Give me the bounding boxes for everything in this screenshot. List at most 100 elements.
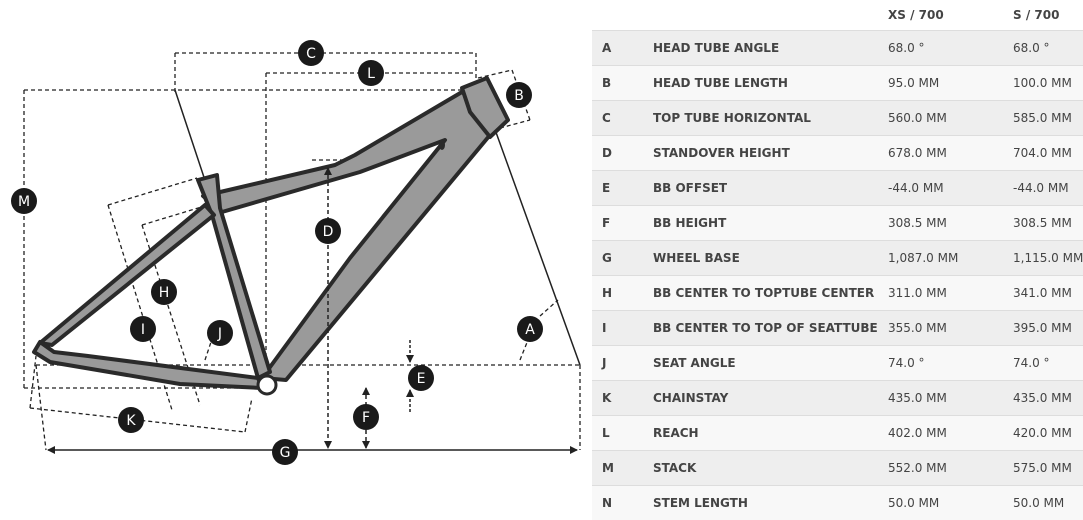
row-value-s: 420.0 MM [1013, 416, 1083, 451]
row-name: HEAD TUBE ANGLE [653, 31, 888, 66]
row-name: BB OFFSET [653, 171, 888, 206]
header-size-xs: XS / 700 [888, 0, 1013, 31]
marker-j: J [207, 320, 233, 346]
row-name: STEM LENGTH [653, 486, 888, 520]
marker-f: F [353, 404, 379, 430]
geometry-diagram: A B C D E F G H I J K L M [0, 0, 585, 508]
row-value-s: 100.0 MM [1013, 66, 1083, 101]
row-letter: F [592, 206, 653, 241]
marker-m: M [11, 188, 37, 214]
row-value-s: 395.0 MM [1013, 311, 1083, 346]
marker-l: L [358, 60, 384, 86]
row-value-xs: 308.5 MM [888, 206, 1013, 241]
row-name: CHAINSTAY [653, 381, 888, 416]
row-letter: K [592, 381, 653, 416]
svg-text:G: G [280, 445, 291, 461]
svg-text:K: K [126, 413, 136, 429]
header-name [653, 0, 888, 31]
row-name: STACK [653, 451, 888, 486]
row-value-xs: 74.0 ° [888, 346, 1013, 381]
row-value-xs: -44.0 MM [888, 171, 1013, 206]
svg-text:M: M [18, 194, 30, 210]
row-value-xs: 552.0 MM [888, 451, 1013, 486]
marker-e: E [408, 365, 434, 391]
row-letter: L [592, 416, 653, 451]
row-value-xs: 311.0 MM [888, 276, 1013, 311]
row-name: HEAD TUBE LENGTH [653, 66, 888, 101]
row-letter: M [592, 451, 653, 486]
row-letter: B [592, 66, 653, 101]
row-value-s: 1,115.0 MM [1013, 241, 1083, 276]
bike-frame [34, 78, 508, 388]
row-letter: A [592, 31, 653, 66]
header-letter [592, 0, 653, 31]
row-value-s: 575.0 MM [1013, 451, 1083, 486]
row-value-xs: 1,087.0 MM [888, 241, 1013, 276]
row-value-xs: 68.0 ° [888, 31, 1013, 66]
row-value-xs: 95.0 MM [888, 66, 1013, 101]
row-value-s: 74.0 ° [1013, 346, 1083, 381]
marker-b: B [506, 82, 532, 108]
row-value-s: 435.0 MM [1013, 381, 1083, 416]
marker-h: H [151, 279, 177, 305]
row-letter: H [592, 276, 653, 311]
marker-k: K [118, 407, 144, 433]
row-letter: N [592, 486, 653, 520]
row-value-s: 50.0 MM [1013, 486, 1083, 520]
bottom-bracket [258, 376, 276, 394]
svg-text:F: F [362, 410, 370, 426]
row-name: BB CENTER TO TOP OF SEATTUBE [653, 311, 888, 346]
svg-text:B: B [514, 88, 524, 104]
row-value-s: 341.0 MM [1013, 276, 1083, 311]
row-name: SEAT ANGLE [653, 346, 888, 381]
row-value-xs: 355.0 MM [888, 311, 1013, 346]
svg-text:D: D [323, 224, 334, 240]
marker-a: A [517, 316, 543, 342]
row-value-xs: 678.0 MM [888, 136, 1013, 171]
svg-text:A: A [525, 322, 535, 338]
row-letter: G [592, 241, 653, 276]
row-name: WHEEL BASE [653, 241, 888, 276]
row-name: BB HEIGHT [653, 206, 888, 241]
row-letter: E [592, 171, 653, 206]
marker-c: C [298, 40, 324, 66]
row-letter: D [592, 136, 653, 171]
row-value-s: 704.0 MM [1013, 136, 1083, 171]
row-value-xs: 435.0 MM [888, 381, 1013, 416]
row-value-xs: 560.0 MM [888, 101, 1013, 136]
row-value-xs: 402.0 MM [888, 416, 1013, 451]
marker-g: G [272, 439, 298, 465]
row-value-s: 585.0 MM [1013, 101, 1083, 136]
svg-text:J: J [217, 326, 222, 342]
frame-drawing: A B C D E F G H I J K L M [0, 0, 585, 508]
svg-text:L: L [367, 66, 375, 82]
marker-d: D [315, 218, 341, 244]
svg-text:E: E [417, 371, 426, 387]
row-letter: C [592, 101, 653, 136]
row-name: REACH [653, 416, 888, 451]
svg-text:I: I [141, 322, 145, 338]
row-value-s: -44.0 MM [1013, 171, 1083, 206]
svg-text:H: H [159, 285, 170, 301]
row-letter: I [592, 311, 653, 346]
row-letter: J [592, 346, 653, 381]
row-name: TOP TUBE HORIZONTAL [653, 101, 888, 136]
row-value-xs: 50.0 MM [888, 486, 1013, 520]
row-value-s: 308.5 MM [1013, 206, 1083, 241]
table-header-row: XS / 700 S / 700 [592, 0, 1083, 31]
row-name: STANDOVER HEIGHT [653, 136, 888, 171]
